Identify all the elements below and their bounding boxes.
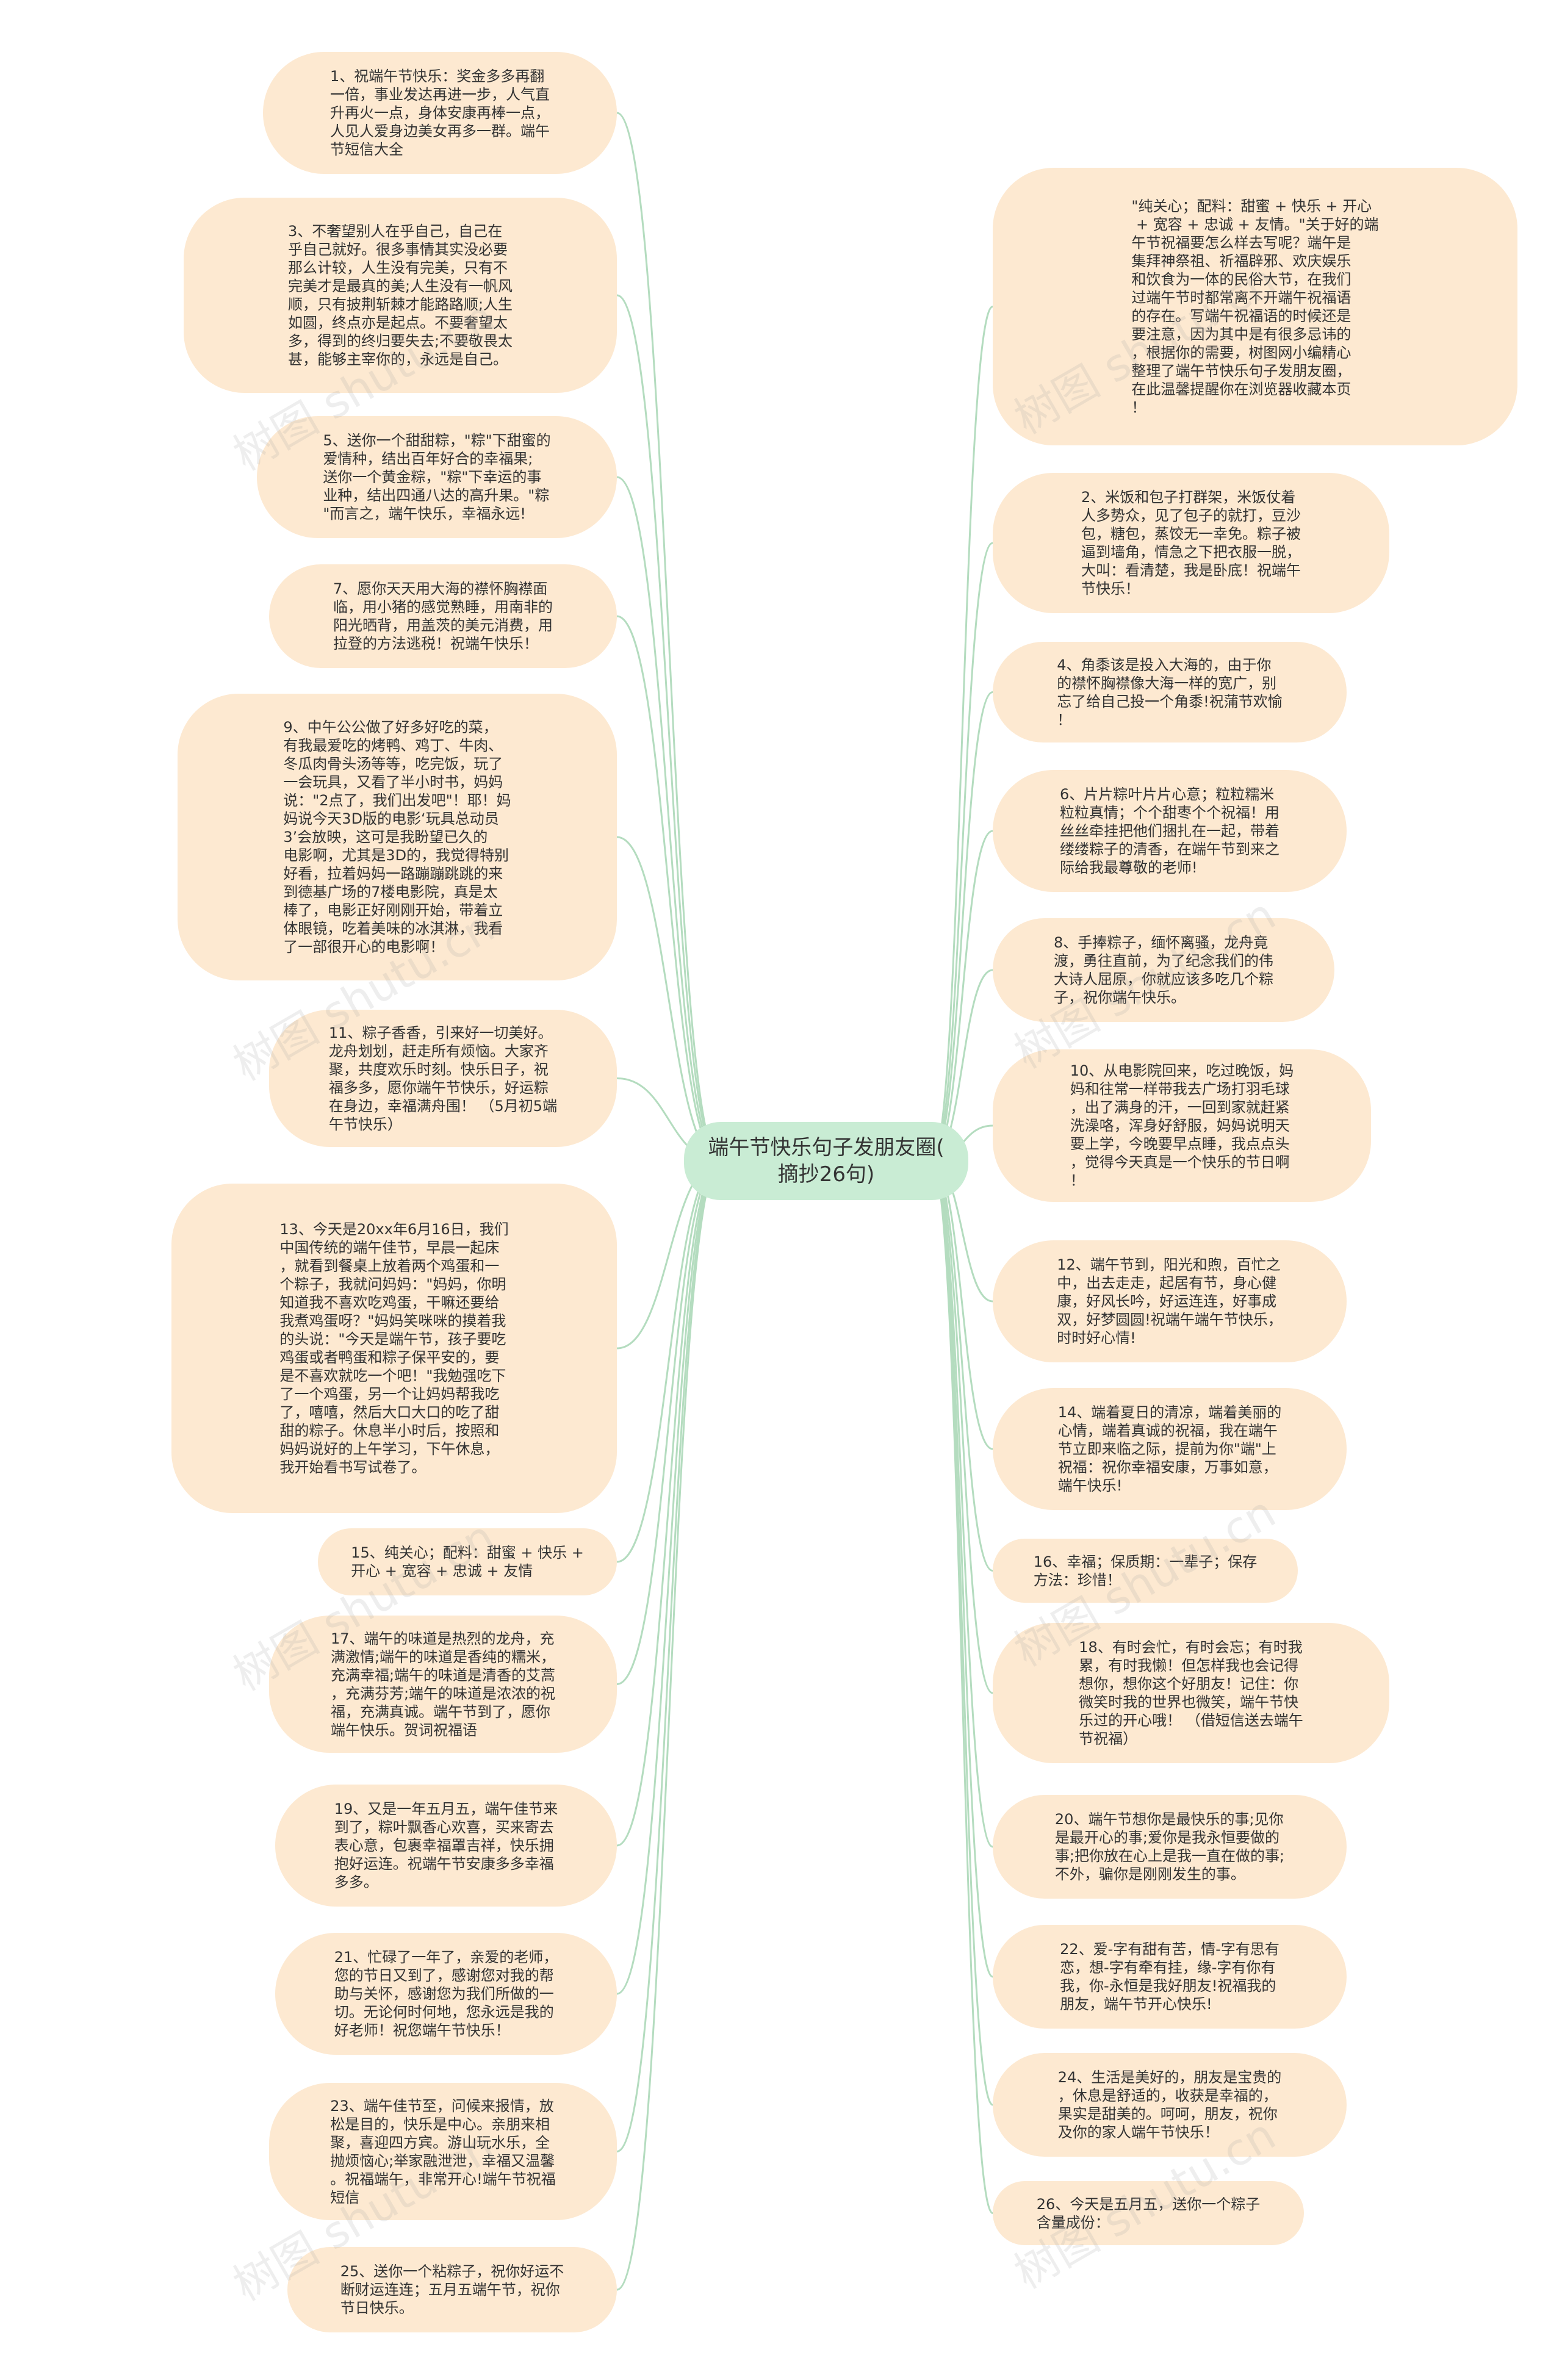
branch-node-10[interactable]: 10、从电影院回来，吃过晚饭，妈 妈和往常一样带我去广场打羽毛球 ，出了满身的汗… [993, 1049, 1371, 1202]
branch-node-20[interactable]: 20、端午节想你是最快乐的事;见你 是最开心的事;爱你是我永恒要做的 事;把你放… [993, 1795, 1347, 1899]
connector-line [616, 294, 721, 1162]
connector-line [616, 1160, 721, 1995]
connector-line [931, 830, 993, 1162]
branch-node-11[interactable]: 11、粽子香香，引来好一切美好。 龙舟划划，赶走所有烦恼。大家齐 聚，共度欢乐时… [269, 1010, 617, 1147]
branch-text: 10、从电影院回来，吃过晚饭，妈 妈和往常一样带我去广场打羽毛球 ，出了满身的汗… [1070, 1062, 1294, 1189]
connector-line [931, 1160, 993, 1848]
branch-text: 9、中午公公做了好多好吃的菜， 有我最爱吃的烤鸭、鸡丁、牛肉、 冬瓜肉骨头汤等等… [283, 719, 511, 955]
branch-text: 22、爱-字有甜有苦，情-字有思有 恋，想-字有牵有挂，缘-字有你有 我，你-永… [1060, 1941, 1279, 2013]
branch-node-8[interactable]: 8、手捧粽子，缅怀离骚，龙舟竟 渡，勇往直前，为了纪念我们的伟 大诗人屈原，你就… [993, 918, 1334, 1022]
branch-node-14[interactable]: 14、端着夏日的清凉，端着美丽的 心情，端着真诚的祝福，我在端午 节立即来临之际… [993, 1388, 1347, 1510]
branch-node-12[interactable]: 12、端午节到，阳光和煦，百忙之 中，出去走走，起居有节，身心健 康，好风长吟，… [993, 1240, 1347, 1362]
connector-line [616, 112, 721, 1162]
branch-node-2[interactable]: 2、米饭和包子打群架，米饭仗着 人多势众，见了包子的就打，豆沙 包，糖包，蒸饺无… [993, 473, 1389, 613]
branch-node-17[interactable]: 17、端午的味道是热烈的龙舟，充 满激情;端午的味道是香纯的糯米， 充满幸福;端… [269, 1616, 617, 1753]
connector-line [616, 476, 721, 1162]
branch-node-25[interactable]: 25、送你一个粘粽子，祝你好运不 断财运连连；五月五端午节，祝你 节日快乐。 [287, 2247, 617, 2332]
connector-line [616, 615, 721, 1162]
connector-line [930, 1160, 994, 2214]
connector-line [931, 691, 993, 1162]
branch-node-4[interactable]: 4、角黍该是投入大海的，由于你 的襟怀胸襟像大海一样的宽广，别 忘了给自己投一个… [993, 642, 1347, 742]
branch-node-22[interactable]: 22、爱-字有甜有苦，情-字有思有 恋，想-字有牵有挂，缘-字有你有 我，你-永… [993, 1925, 1347, 2029]
connector-line [616, 1160, 721, 2291]
branch-node-15[interactable]: 15、纯关心；配料：甜蜜 + 快乐 + 开心 + 宽容 + 忠诚 + 友情 [318, 1528, 617, 1595]
branch-node-7[interactable]: 7、愿你天天用大海的襟怀胸襟面 临，用小猪的感觉熟睡，用南非的 阳光晒背，用盖茨… [269, 564, 617, 668]
branch-text: 1、祝端午节快乐：奖金多多再翻 一倍，事业发达再进一步，人气直 升再火一点，身体… [330, 68, 550, 158]
branch-text: 18、有时会忙，有时会忘；有时我 累，有时我懒！但怎样我也会记得 想你，想你这个… [1079, 1639, 1303, 1747]
branch-node-26[interactable]: 26、今天是五月五，送你一个粽子 含量成份： [993, 2181, 1304, 2245]
connector-line [616, 1160, 721, 1847]
branch-node-21[interactable]: 21、忙碌了一年了，亲爱的老师， 您的节日又到了，感谢您对我的帮 助与关怀，感谢… [275, 1933, 617, 2055]
branch-node-19[interactable]: 19、又是一年五月五，端午佳节来 到了，粽叶飘香心欢喜，买来寄去 表心意，包裹幸… [275, 1785, 617, 1907]
branch-text: "纯关心；配料：甜蜜 + 快乐 + 开心 + 宽容 + 忠诚 + 友情。"关于好… [1131, 197, 1379, 416]
branch-node-24[interactable]: 24、生活是美好的，朋友是宝贵的 ，休息是舒适的，收获是幸福的， 果实是甜美的。… [993, 2053, 1347, 2157]
branch-text: 2、米饭和包子打群架，米饭仗着 人多势众，见了包子的就打，豆沙 包，糖包，蒸饺无… [1081, 489, 1301, 597]
connector-line [616, 1160, 721, 2152]
branch-text: 24、生活是美好的，朋友是宝贵的 ，休息是舒适的，收获是幸福的， 果实是甜美的。… [1057, 2069, 1282, 2141]
branch-text: 15、纯关心；配料：甜蜜 + 快乐 + 开心 + 宽容 + 忠诚 + 友情 [351, 1544, 584, 1580]
branch-text: 3、不奢望别人在乎自己，自己在 乎自己就好。很多事情其实没必要 那么计较，人生没… [287, 223, 513, 368]
connector-line [931, 1160, 993, 1978]
branch-node-3[interactable]: 3、不奢望别人在乎自己，自己在 乎自己就好。很多事情其实没必要 那么计较，人生没… [184, 198, 617, 393]
branch-text: 12、端午节到，阳光和煦，百忙之 中，出去走走，起居有节，身心健 康，好风长吟，… [1057, 1256, 1283, 1346]
branch-text: 23、端午佳节至，问候来报情，放 松是目的，快乐是中心。亲朋来相 聚，喜迎四方宾… [330, 2097, 556, 2206]
connector-line [616, 1160, 721, 1685]
connector-line [931, 306, 993, 1162]
branch-node-6[interactable]: 6、片片粽叶片片心意；粒粒糯米 粒粒真情；个个甜枣个个祝福！用 丝丝牵挂把他们捆… [993, 770, 1347, 892]
branch-text: 16、幸福；保质期：一辈子；保存 方法：珍惜！ [1033, 1553, 1258, 1589]
branch-node-1[interactable]: 1、祝端午节快乐：奖金多多再翻 一倍，事业发达再进一步，人气直 升再火一点，身体… [263, 52, 617, 174]
branch-node-23[interactable]: 23、端午佳节至，问候来报情，放 松是目的，快乐是中心。亲朋来相 聚，喜迎四方宾… [269, 2083, 617, 2220]
branch-text: 13、今天是20xx年6月16日，我们 中国传统的端午佳节，早晨一起床 ，就看到… [279, 1221, 509, 1476]
branch-text: 21、忙碌了一年了，亲爱的老师， 您的节日又到了，感谢您对我的帮 助与关怀，感谢… [334, 1949, 558, 2039]
branch-text: 17、端午的味道是热烈的龙舟，充 满激情;端午的味道是香纯的糯米， 充满幸福;端… [330, 1630, 556, 1739]
center-topic-text: 端午节快乐句子发朋友圈( 摘抄26句) [708, 1135, 945, 1187]
center-topic-node[interactable]: 端午节快乐句子发朋友圈( 摘抄26句) [684, 1122, 968, 1200]
branch-node-13[interactable]: 13、今天是20xx年6月16日，我们 中国传统的端午佳节，早晨一起床 ，就看到… [171, 1184, 617, 1513]
branch-text: 20、端午节想你是最快乐的事;见你 是最开心的事;爱你是我永恒要做的 事;把你放… [1054, 1811, 1285, 1883]
branch-node-intro[interactable]: "纯关心；配料：甜蜜 + 快乐 + 开心 + 宽容 + 忠诚 + 友情。"关于好… [993, 168, 1517, 445]
branch-node-18[interactable]: 18、有时会忙，有时会忘；有时我 累，有时我懒！但怎样我也会记得 想你，想你这个… [993, 1623, 1389, 1763]
branch-node-16[interactable]: 16、幸福；保质期：一辈子；保存 方法：珍惜！ [993, 1539, 1298, 1603]
branch-text: 7、愿你天天用大海的襟怀胸襟面 临，用小猪的感觉熟睡，用南非的 阳光晒背，用盖茨… [333, 580, 553, 652]
branch-node-9[interactable]: 9、中午公公做了好多好吃的菜， 有我最爱吃的烤鸭、鸡丁、牛肉、 冬瓜肉骨头汤等等… [178, 694, 617, 980]
branch-text: 26、今天是五月五，送你一个粽子 含量成份： [1036, 2195, 1261, 2231]
branch-text: 19、又是一年五月五，端午佳节来 到了，粽叶飘香心欢喜，买来寄去 表心意，包裹幸… [334, 1800, 558, 1891]
branch-text: 4、角黍该是投入大海的，由于你 的襟怀胸襟像大海一样的宽广，别 忘了给自己投一个… [1057, 656, 1283, 728]
branch-text: 6、片片粽叶片片心意；粒粒糯米 粒粒真情；个个甜枣个个祝福！用 丝丝牵挂把他们捆… [1060, 786, 1279, 876]
branch-text: 25、送你一个粘粽子，祝你好运不 断财运连连；五月五端午节，祝你 节日快乐。 [340, 2263, 564, 2317]
branch-text: 11、粽子香香，引来好一切美好。 龙舟划划，赶走所有烦恼。大家齐 聚，共度欢乐时… [328, 1024, 558, 1133]
branch-text: 14、端着夏日的清凉，端着美丽的 心情，端着真诚的祝福，我在端午 节立即来临之际… [1057, 1404, 1282, 1494]
branch-text: 8、手捧粽子，缅怀离骚，龙舟竟 渡，勇往直前，为了纪念我们的伟 大诗人屈原，你就… [1054, 934, 1273, 1006]
branch-node-5[interactable]: 5、送你一个甜甜粽，"粽"下甜蜜的 爱情种，结出百年好合的幸福果; 送你一个黄金… [257, 416, 617, 538]
branch-text: 5、送你一个甜甜粽，"粽"下甜蜜的 爱情种，结出百年好合的幸福果; 送你一个黄金… [323, 432, 551, 522]
